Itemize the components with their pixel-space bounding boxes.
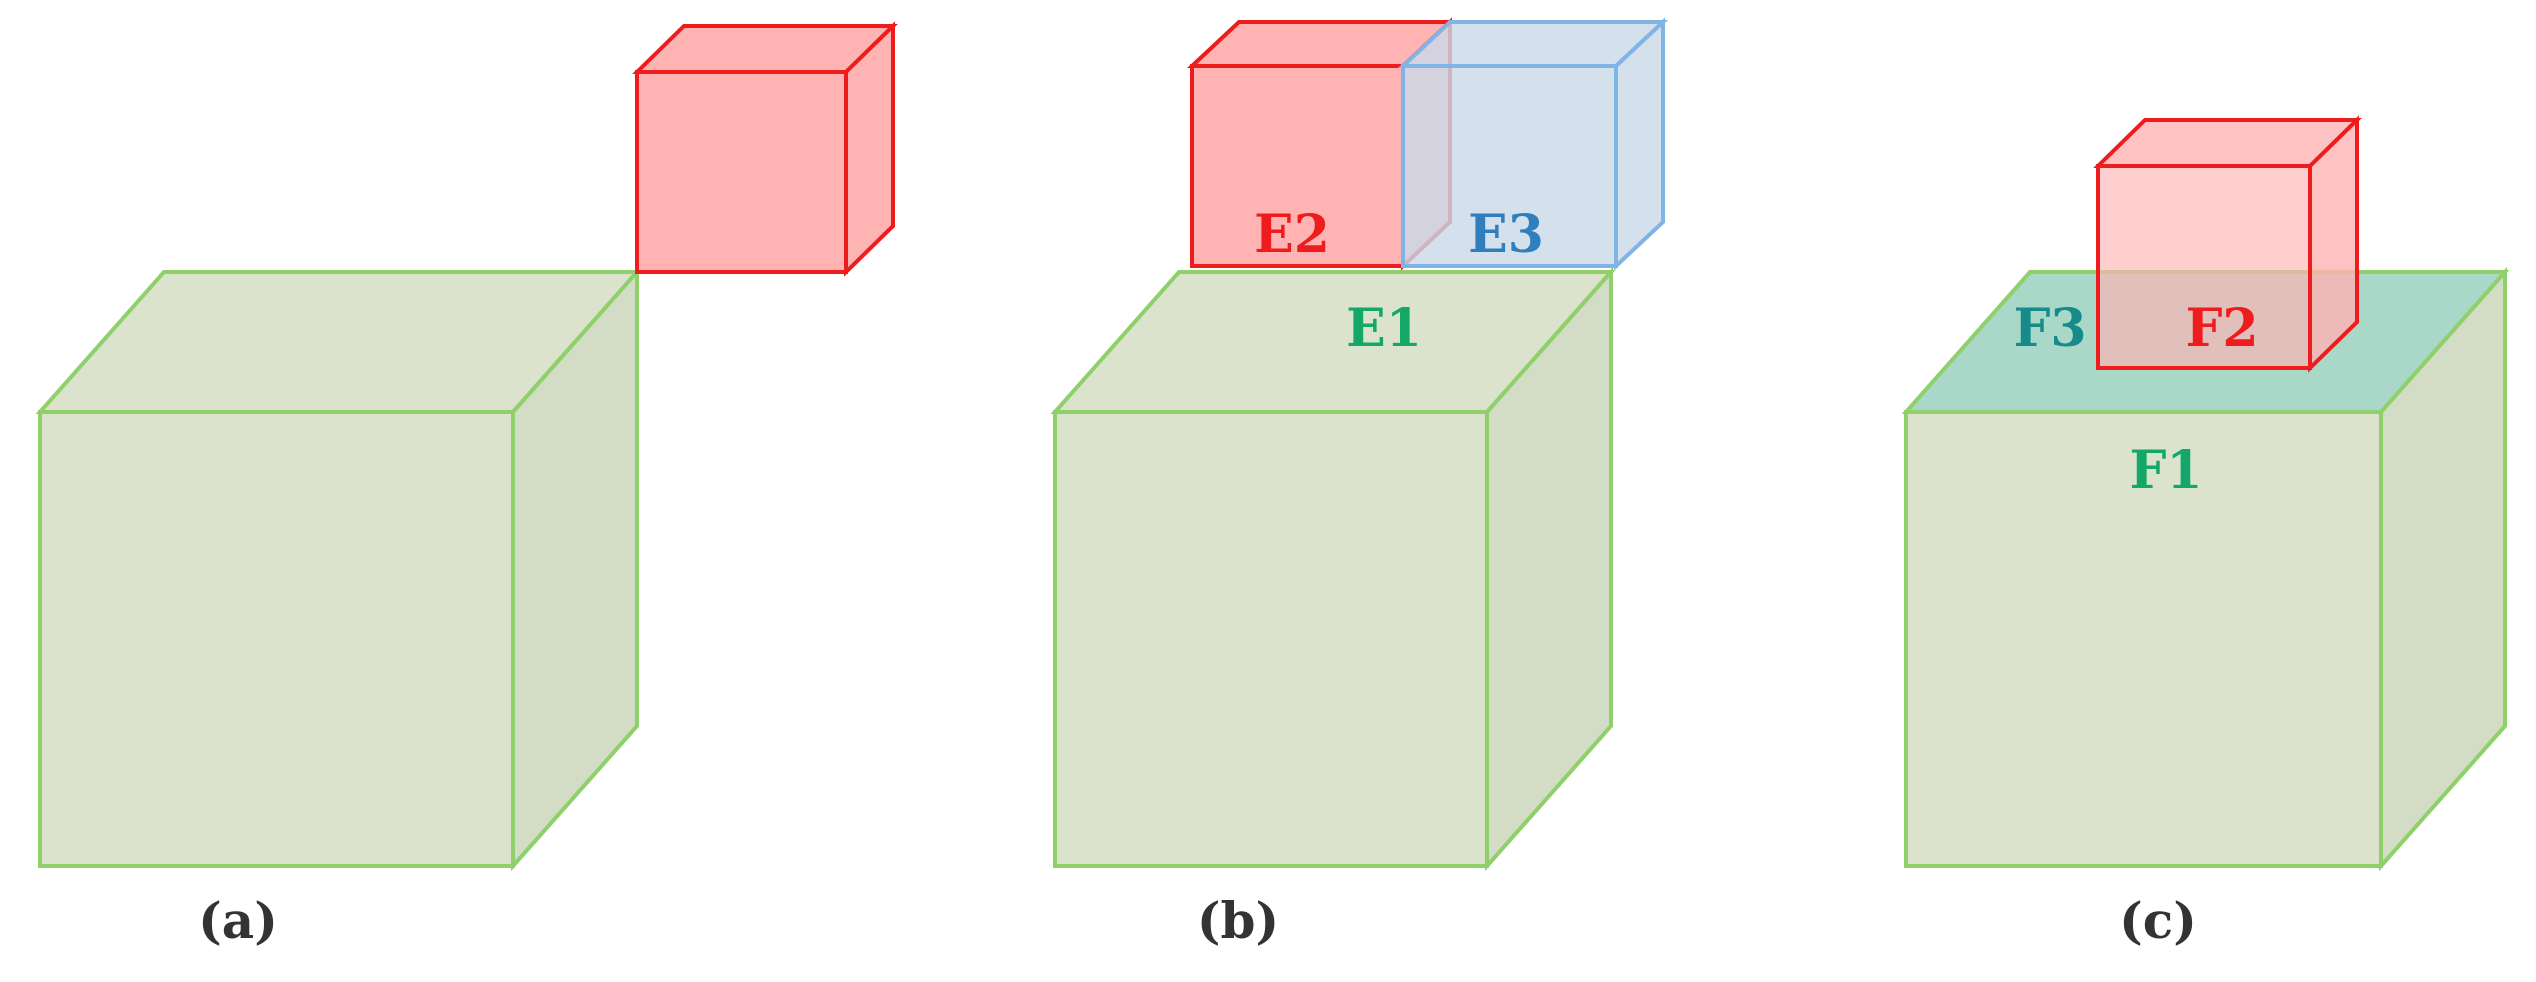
panel-b-large-cube-front bbox=[1053, 410, 1489, 868]
panel-c-large-cube-front bbox=[1904, 410, 2383, 868]
panel-b-caption: (b) bbox=[1197, 891, 1279, 950]
panel-c-caption: (c) bbox=[2119, 891, 2197, 950]
label-f1: F1 bbox=[2129, 440, 2202, 501]
panel-b-red-cube-front bbox=[1190, 64, 1405, 268]
panel-a-large-cube bbox=[35, 266, 642, 872]
label-e3: E3 bbox=[1468, 204, 1544, 265]
panel-a-small-cube-side bbox=[844, 21, 895, 277]
panel-c-red-cube bbox=[2093, 115, 2362, 373]
panel-c: F3 F2 F1 (c) bbox=[1901, 115, 2510, 950]
label-e1: E1 bbox=[1346, 298, 1422, 359]
label-f3: F3 bbox=[2013, 298, 2086, 359]
panel-b: E2 E3 E1 (b) bbox=[1050, 17, 1669, 950]
panel-a-small-cube bbox=[632, 21, 898, 277]
panel-b-blue-cube bbox=[1397, 17, 1669, 271]
panel-a-large-cube-front bbox=[38, 410, 515, 868]
panel-a-small-cube-front bbox=[635, 70, 848, 274]
panel-b-large-cube bbox=[1050, 266, 1616, 872]
panel-a-caption: (a) bbox=[198, 891, 278, 950]
label-e2: E2 bbox=[1254, 204, 1330, 265]
panel-b-blue-cube-side bbox=[1614, 17, 1665, 271]
label-f2: F2 bbox=[2185, 298, 2258, 359]
panel-c-red-cube-side bbox=[2308, 115, 2359, 373]
panel-b-blue-cube-front bbox=[1401, 64, 1618, 268]
panel-a: (a) bbox=[35, 21, 898, 950]
panel-c-red-cube-front bbox=[2096, 164, 2312, 370]
